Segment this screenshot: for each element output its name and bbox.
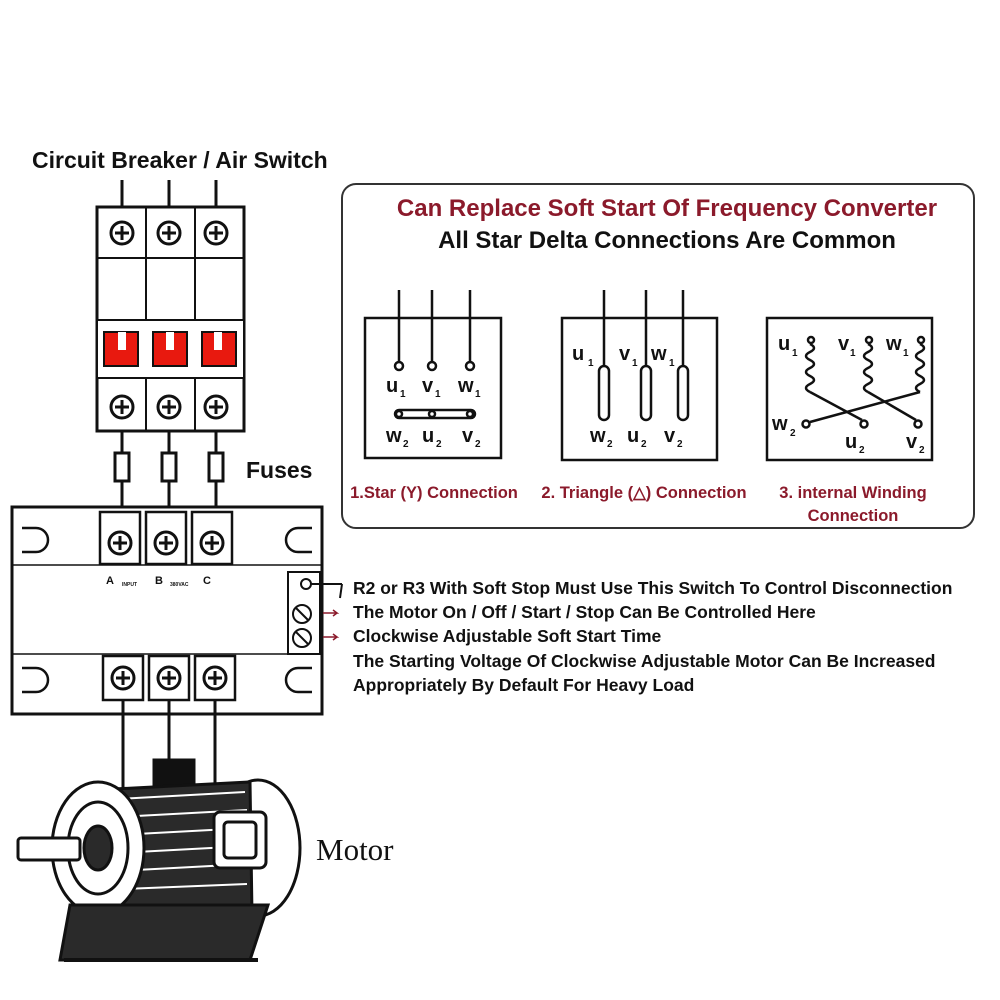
terminal-u1: u (572, 343, 584, 365)
terminal-w2: w (385, 425, 402, 447)
terminal-v2: v (906, 431, 918, 453)
control-switch[interactable] (300, 578, 312, 590)
terminal-u1: u (386, 375, 398, 397)
terminal-u2: u (422, 425, 434, 447)
terminal-u2: u (845, 431, 857, 453)
breaker-handle[interactable] (103, 331, 237, 367)
subscript: 2 (859, 445, 865, 456)
input-small-text: INPUT (122, 582, 137, 588)
subscript: 1 (903, 348, 909, 359)
subscript: 2 (641, 439, 647, 450)
subscript: 2 (677, 439, 683, 450)
subscript: 1 (850, 348, 856, 359)
subscript: 2 (919, 445, 925, 456)
winding-connection-diagram (765, 316, 934, 462)
voltage-small-text: 380VAC (170, 582, 189, 588)
subscript: 2 (790, 428, 796, 439)
connection-panel: Can Replace Soft Start Of Frequency Conv… (341, 183, 975, 529)
subscript: 2 (475, 439, 481, 450)
terminal-b-label: B (155, 575, 163, 587)
terminal-u1: u (778, 333, 790, 355)
terminal-v1: v (422, 375, 434, 397)
terminal-w1: w (650, 343, 667, 365)
motor-label: Motor (316, 832, 394, 867)
winding-caption-2: Connection (808, 507, 899, 525)
motor (16, 758, 302, 962)
soft-starter: A B C INPUT 380VAC (10, 505, 343, 716)
breaker-label: Circuit Breaker / Air Switch (32, 147, 328, 173)
terminal-v2: v (664, 425, 676, 447)
terminal-u2: u (627, 425, 639, 447)
terminal-v1: v (619, 343, 631, 365)
fuses (113, 431, 225, 512)
subscript: 1 (632, 358, 638, 369)
triangle-caption: 2. Triangle (△) Connection (541, 484, 746, 502)
note-line: The Starting Voltage Of Clockwise Adjust… (353, 651, 935, 671)
subscript: 1 (400, 389, 406, 400)
star-caption: 1.Star (Y) Connection (350, 484, 518, 502)
winding-caption: 3. internal Winding (779, 484, 926, 502)
terminal-v1: v (838, 333, 850, 355)
note-line: Appropriately By Default For Heavy Load (353, 675, 694, 695)
circuit-breaker (95, 205, 246, 433)
terminal-c-label: C (203, 575, 211, 587)
note-line: Clockwise Adjustable Soft Start Time (353, 626, 662, 646)
subscript: 1 (792, 348, 798, 359)
subscript: 1 (475, 389, 481, 400)
fuses-label: Fuses (246, 457, 312, 483)
terminal-w2: w (771, 413, 788, 435)
panel-title: Can Replace Soft Start Of Frequency Conv… (397, 195, 937, 222)
note-line: R2 or R3 With Soft Stop Must Use This Sw… (353, 578, 952, 598)
terminal-w1: w (457, 375, 474, 397)
control-notes: R2 or R3 With Soft Stop Must Use This Sw… (353, 578, 952, 695)
subscript: 2 (607, 439, 613, 450)
motor-wires (121, 700, 217, 790)
arrow-icon (323, 633, 340, 641)
subscript: 1 (588, 358, 594, 369)
subscript: 1 (669, 358, 675, 369)
note-line: The Motor On / Off / Start / Stop Can Be… (353, 602, 816, 622)
terminal-w1: w (885, 333, 902, 355)
subscript: 2 (436, 439, 442, 450)
triangle-connection-diagram (560, 290, 719, 462)
arrow-icon (323, 609, 340, 617)
terminal-w2: w (589, 425, 606, 447)
terminal-a-label: A (106, 575, 114, 587)
subscript: 2 (403, 439, 409, 450)
panel-subtitle: All Star Delta Connections Are Common (438, 227, 896, 254)
star-connection-diagram (363, 290, 503, 460)
subscript: 1 (435, 389, 441, 400)
terminal-v2: v (462, 425, 474, 447)
